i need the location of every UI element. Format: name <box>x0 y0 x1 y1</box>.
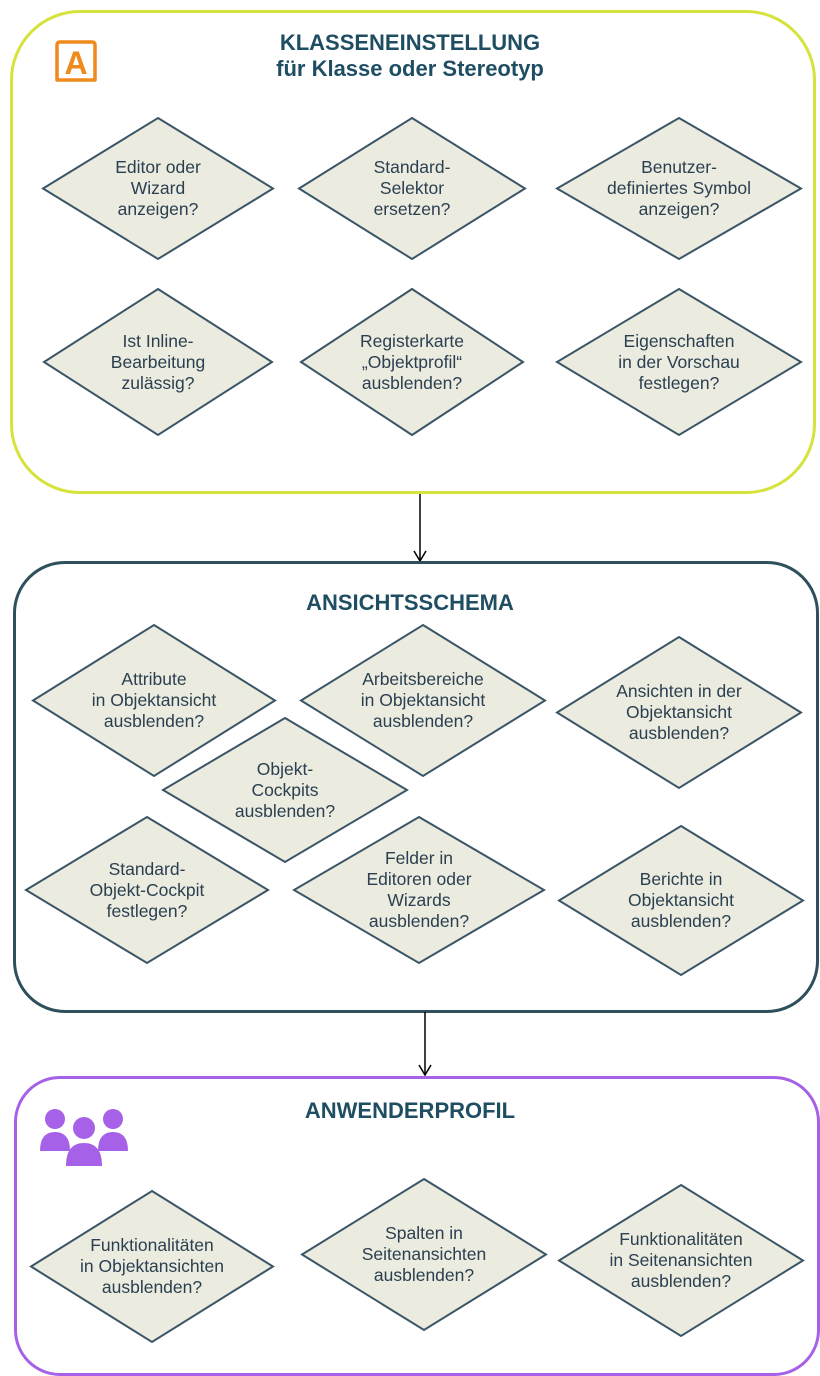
decision-label-line: ausblenden? <box>361 372 463 393</box>
decision-label-line: Standard- <box>373 156 451 177</box>
decision-label-line: in Objektansichten <box>80 1255 224 1276</box>
decision-diamond <box>555 635 803 789</box>
decision-label-line: Eigenschaften <box>623 330 735 351</box>
decision-label-line: Editor oder <box>115 156 201 177</box>
decision-label-line: Seitenansichten <box>361 1243 487 1264</box>
users-group-icon <box>40 1109 128 1166</box>
decision-label-line: Felder in <box>384 848 454 868</box>
decision-label-line: Objektansicht <box>627 889 735 910</box>
decision-diamond <box>299 623 547 777</box>
user-profile-title: ANWENDERPROFIL <box>0 1098 820 1124</box>
decision-diamond <box>292 815 546 965</box>
decision-label-line: anzeigen? <box>638 198 720 219</box>
title-line: ANSICHTSSCHEMA <box>306 590 514 615</box>
decision-label-line: zulässig? <box>121 372 195 393</box>
decision-label-line: Spalten in <box>385 1222 463 1243</box>
decision-label-line: in Seitenansichten <box>609 1249 753 1270</box>
decision-label-line: ausblenden? <box>372 710 474 731</box>
decision-label-line: ausblenden? <box>234 800 336 821</box>
flow-arrow <box>413 494 427 563</box>
decision-diamond <box>297 116 527 260</box>
decision-label-line: Wizard <box>130 177 186 198</box>
decision-label-line: Bearbeitung <box>110 351 206 372</box>
decision-label-line: festlegen? <box>638 372 720 393</box>
decision-label-line: Standard- <box>108 858 186 879</box>
decision-label-line: Objektansicht <box>625 701 733 722</box>
decision-label-line: ausblenden? <box>630 910 732 931</box>
decision-label-line: ausblenden? <box>103 710 205 731</box>
decision-label-line: in Objektansicht <box>91 689 217 710</box>
decision-label-line: ausblenden? <box>630 1270 732 1291</box>
decision-label-line: Berichte in <box>639 868 723 889</box>
flow-arrow <box>418 1012 432 1077</box>
decision-label-line: Arbeitsbereiche <box>362 668 484 689</box>
decision-label-line: Registerkarte <box>359 330 465 351</box>
decision-label-line: Wizards <box>387 890 451 910</box>
decision-diamond <box>29 1189 275 1343</box>
decision-label-line: „Objektprofil“ <box>361 351 463 372</box>
decision-label-line: Benutzer- <box>641 156 717 177</box>
decision-label-line: Cockpits <box>251 779 319 800</box>
decision-label-line: Objekt-Cockpit <box>89 879 205 900</box>
decision-label-line: Objekt- <box>256 758 314 779</box>
decision-label-line: ausblenden? <box>368 911 470 931</box>
icon-letter: A <box>64 45 87 81</box>
view-schema-title: ANSICHTSSCHEMA <box>0 590 820 616</box>
decision-label-line: anzeigen? <box>117 198 199 219</box>
decision-label-line: Editoren oder <box>366 869 472 889</box>
decision-label-line: in Objektansicht <box>360 689 486 710</box>
decision-label-line: definiertes Symbol <box>607 177 751 198</box>
decision-diamond <box>24 815 270 965</box>
decision-label-line: Attribute <box>121 668 187 689</box>
decision-label: Registerkarte„Objektprofil“ausblenden? <box>302 331 522 394</box>
decision-label-line: Ansichten in der <box>616 680 742 701</box>
title-line: KLASSENEINSTELLUNG <box>279 30 541 55</box>
decision-diamond <box>555 287 803 437</box>
decision-diamond <box>557 824 805 976</box>
decision-label-line: ausblenden? <box>373 1264 475 1285</box>
decision-label-line: Funktionalitäten <box>90 1234 214 1255</box>
decision-label-line: ersetzen? <box>373 198 451 219</box>
decision-diamond <box>41 116 275 260</box>
decision-diamond <box>42 287 274 437</box>
decision-diamond <box>300 1177 548 1331</box>
decision-label-line: Funktionalitäten <box>619 1228 743 1249</box>
decision-label-line: Ist Inline- <box>122 330 194 351</box>
decision-label-line: ausblenden? <box>628 722 730 743</box>
decision-label-line: in der Vorschau <box>618 351 740 372</box>
decision-label-line: ausblenden? <box>101 1276 203 1297</box>
letter-a-icon: A <box>55 40 97 82</box>
decision-label-line: festlegen? <box>106 900 188 921</box>
decision-diamond <box>161 716 409 864</box>
decision-diamond <box>557 1183 805 1337</box>
decision-diamond <box>555 116 803 260</box>
decision-diamond <box>299 287 525 437</box>
decision-diamond <box>31 623 277 777</box>
decision-label-line: Selektor <box>379 177 445 198</box>
title-line: für Klasse oder Stereotyp <box>276 56 544 81</box>
title-line: ANWENDERPROFIL <box>304 1098 516 1123</box>
class-settings-title: KLASSENEINSTELLUNG für Klasse oder Stere… <box>0 30 820 82</box>
